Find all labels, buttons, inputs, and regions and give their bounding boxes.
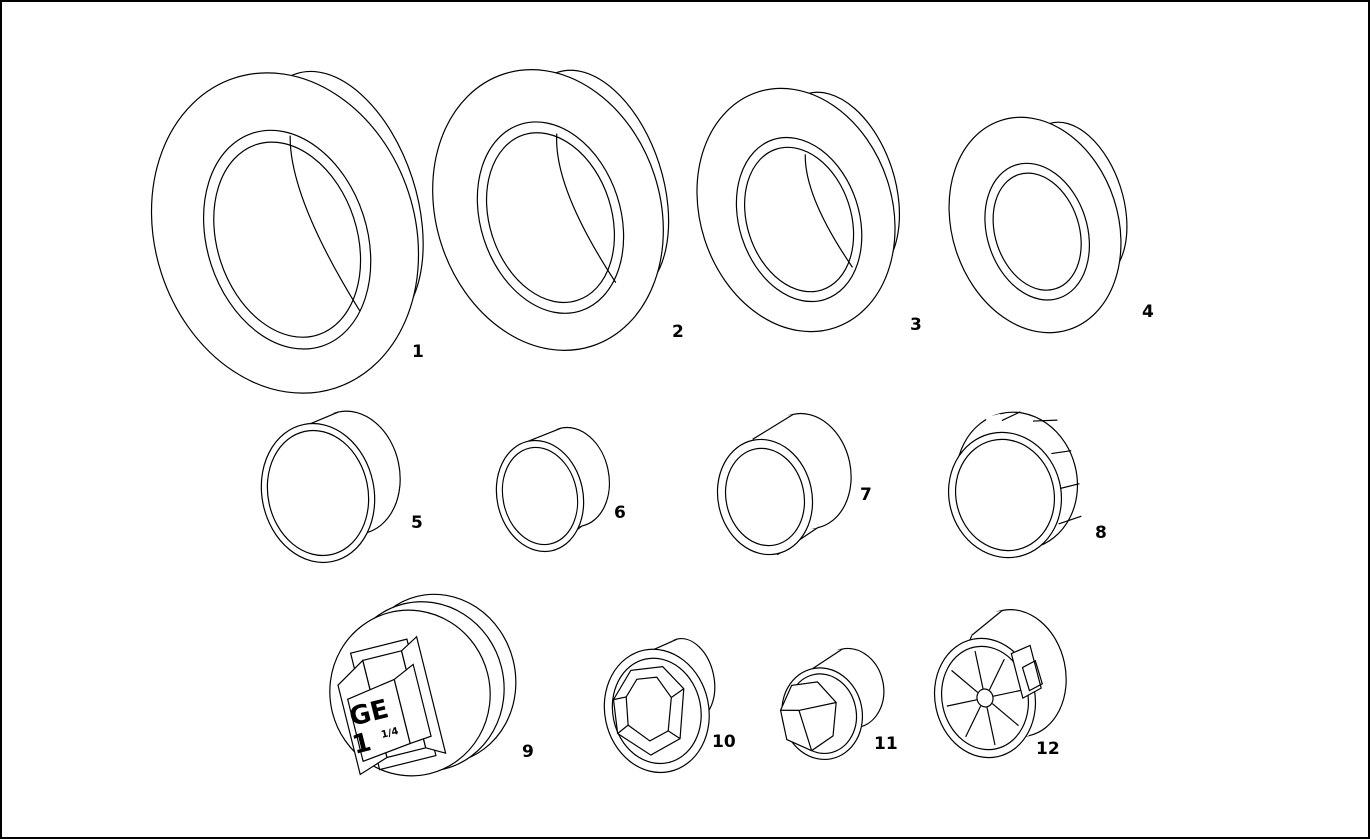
callout-5: 5 — [411, 513, 423, 533]
part-1-flanged-sleeve — [111, 35, 467, 428]
callout-7: 7 — [860, 485, 872, 505]
part-6-bushing — [485, 420, 622, 559]
part-7-bushing — [703, 405, 865, 565]
callout-1: 1 — [412, 342, 424, 362]
callouts: 1 2 3 4 5 6 7 8 9 10 11 12 — [411, 302, 1154, 762]
callout-3: 3 — [910, 315, 922, 335]
callout-9: 9 — [522, 742, 534, 762]
part-2-flanged-sleeve — [397, 37, 706, 381]
callout-6: 6 — [614, 503, 626, 523]
callout-8: 8 — [1095, 523, 1107, 543]
part-3-flanged-sleeve — [666, 60, 933, 358]
part-5-bushing — [248, 402, 416, 573]
part-8-ribbed-cap — [931, 399, 1093, 569]
part-10-hex-plug — [592, 633, 731, 782]
callout-11: 11 — [874, 734, 898, 754]
callout-4: 4 — [1142, 302, 1154, 322]
callout-10: 10 — [712, 732, 736, 752]
part-11-hex-plug-small — [771, 642, 897, 767]
callout-12: 12 — [1036, 739, 1060, 759]
emboss-fraction: 1/4 — [380, 726, 400, 741]
part-4-flanged-sleeve — [922, 92, 1157, 356]
part-12-slotted-grommet — [919, 600, 1081, 767]
callout-2: 2 — [672, 322, 684, 342]
part-9-large-plug — [310, 578, 535, 793]
